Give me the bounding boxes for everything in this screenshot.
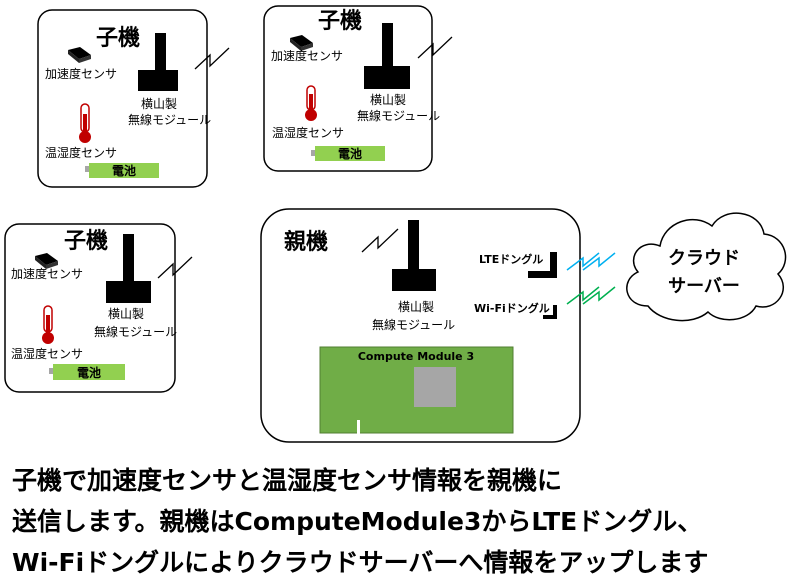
child-unit-1: 子機 加速度センサ 横山製 無線モジュール 温湿度センサ 電池	[37, 9, 230, 188]
module-label-line2: 無線モジュール	[128, 112, 211, 127]
battery-label: 電池	[112, 163, 136, 178]
module-label-line1: 横山製	[398, 300, 434, 314]
antenna-module-icon	[392, 220, 436, 291]
wireless-signal-icon	[157, 256, 193, 279]
battery-icon: 電池	[49, 364, 125, 380]
child-unit-3: 子機 加速度センサ 横山製 無線モジュール 温湿度センサ 電池	[4, 223, 193, 393]
compute-module-board: Compute Module 3	[319, 346, 514, 434]
antenna-module-icon	[138, 33, 178, 91]
thermometer-icon	[305, 85, 317, 121]
accelerometer-label: 加速度センサ	[271, 48, 343, 63]
cloud-label-line2: サーバー	[668, 276, 740, 297]
lte-dongle-icon	[528, 252, 557, 278]
cloud-label-line1: クラウド	[668, 248, 740, 269]
child-title: 子機	[64, 229, 108, 254]
module-label-line1: 横山製	[108, 307, 144, 321]
system-diagram: 子機 加速度センサ 横山製 無線モジュール 温湿度センサ 電池 子機	[4, 5, 787, 443]
lte-uplink-wave	[566, 252, 616, 271]
battery-label: 電池	[77, 365, 101, 380]
antenna-module-icon	[106, 234, 151, 303]
parent-unit: 親機 横山製 無線モジュール LTEドングル Wi-Fiドングル Compute…	[260, 208, 581, 443]
accelerometer-icon	[290, 35, 313, 51]
lte-label: LTEドングル	[479, 252, 543, 266]
battery-icon: 電池	[311, 146, 385, 161]
child-unit-2: 子機 加速度センサ 横山製 無線モジュール 温湿度センサ 電池	[263, 5, 453, 172]
accelerometer-icon	[68, 47, 91, 63]
caption-line-3: Wi-Fiドングルによりクラウドサーバーへ情報をアップします	[12, 548, 709, 577]
thermo-label: 温湿度センサ	[272, 125, 344, 140]
caption-line-1: 子機で加速度センサと温湿度センサ情報を親機に	[12, 466, 563, 495]
wifi-dongle-icon	[543, 305, 557, 319]
accelerometer-label: 加速度センサ	[11, 266, 83, 281]
wifi-uplink-wave	[566, 286, 616, 305]
antenna-module-icon	[364, 23, 410, 89]
thermometer-icon	[42, 305, 54, 344]
board-notch	[357, 420, 360, 434]
module-label-line2: 無線モジュール	[357, 108, 440, 123]
accelerometer-icon	[35, 253, 58, 269]
module-label-line2: 無線モジュール	[372, 317, 455, 332]
module-label-line1: 横山製	[370, 93, 406, 107]
wifi-label: Wi-Fiドングル	[474, 301, 550, 315]
thermo-label: 温湿度センサ	[11, 346, 83, 361]
accelerometer-label: 加速度センサ	[45, 66, 117, 81]
module-label-line2: 無線モジュール	[94, 324, 177, 339]
wireless-signal-icon	[194, 47, 230, 70]
wireless-signal-icon	[361, 228, 399, 253]
child-title: 子機	[96, 26, 140, 51]
battery-label: 電池	[338, 146, 362, 161]
cloud-server: クラウド サーバー	[626, 212, 787, 322]
parent-title: 親機	[284, 230, 328, 255]
battery-icon: 電池	[85, 163, 159, 178]
wireless-signal-icon	[417, 36, 453, 59]
module-label-line1: 横山製	[141, 97, 177, 111]
caption-line-2: 送信します。親機はComputeModule3からLTEドングル、	[12, 507, 703, 536]
thermometer-icon	[79, 103, 91, 143]
cloud-icon	[626, 212, 787, 322]
child-title: 子機	[318, 9, 362, 34]
thermo-label: 温湿度センサ	[45, 145, 117, 160]
board-label: Compute Module 3	[358, 350, 474, 363]
board-chip	[414, 367, 456, 407]
